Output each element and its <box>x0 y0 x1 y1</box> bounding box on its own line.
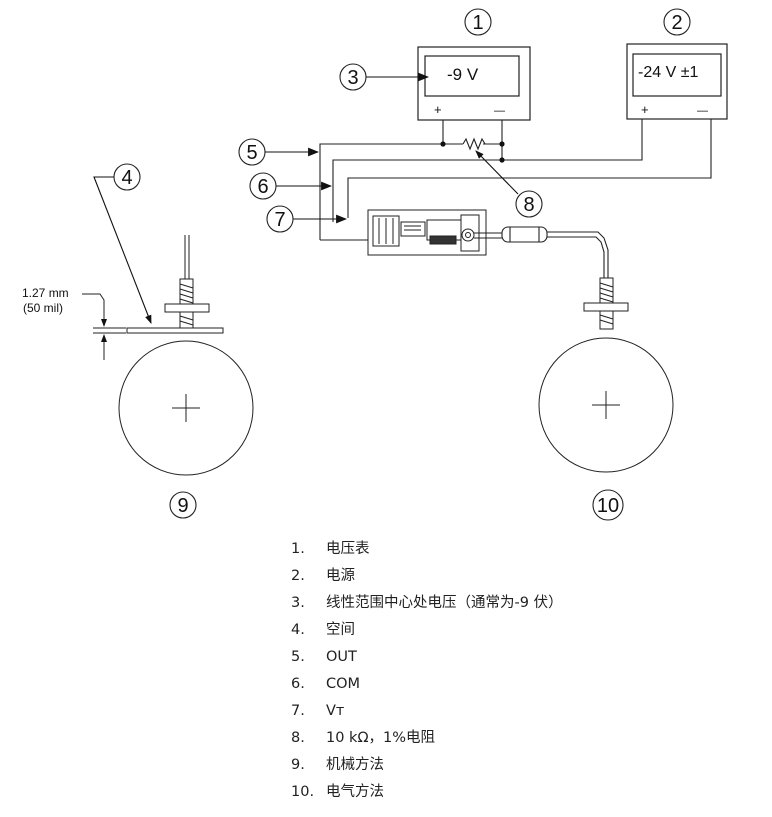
legend-item: 9. 机械方法 <box>291 752 563 779</box>
resistor-8 <box>462 137 486 151</box>
legend-item: 3. 线性范围中心处电压（通常为-9 伏） <box>291 590 563 617</box>
power-supply-minus-sign: — <box>697 105 708 117</box>
legend-text: 机械方法 <box>326 757 384 773</box>
callout-1-circle <box>464 8 492 36</box>
callout-1: 1 <box>472 12 483 34</box>
extension-cable <box>474 226 609 278</box>
legend-num: 4. <box>291 622 305 638</box>
legend-text: OUT <box>326 649 357 665</box>
legend-text: 10 kΩ，1%电阻 <box>326 730 436 746</box>
power-supply-plus-sign: + <box>641 102 649 117</box>
legend-num: 3. <box>291 595 305 611</box>
legend-num: 6. <box>291 676 305 692</box>
gap-dimension-marks <box>82 293 126 360</box>
legend-text: COM <box>326 676 361 692</box>
power-supply: -24 V ±1 + — <box>626 43 728 120</box>
legend-text: 线性范围中心处电压（通常为-9 伏） <box>326 595 563 611</box>
calibration-diagram: -9 V + — -24 V ±1 + — <box>22 8 728 521</box>
legend-text: 电压表 <box>326 541 370 557</box>
legend-item: 7. Vт <box>291 698 563 725</box>
callout-10-circle <box>592 489 624 521</box>
callout-8-circle <box>515 190 543 218</box>
power-supply-reading: -24 V ±1 <box>638 64 698 81</box>
legend-item: 10. 电气方法 <box>291 779 563 806</box>
legend-item: 1. 电压表 <box>291 536 563 563</box>
legend-item: 8. 10 kΩ，1%电阻 <box>291 725 563 752</box>
callout-2-circle <box>663 8 691 36</box>
gap-dimension-mil-label: (50 mil) <box>23 301 63 315</box>
legend-num: 8. <box>291 730 305 746</box>
proximitor-module <box>367 209 487 256</box>
callout-9-circle <box>169 491 197 519</box>
legend-text: 电气方法 <box>326 784 384 800</box>
callout-6: 6 <box>257 176 268 198</box>
junction-dot <box>440 141 446 147</box>
probe-left <box>164 235 210 329</box>
junction-dot <box>499 141 505 147</box>
legend-item: 4. 空间 <box>291 617 563 644</box>
callout-3: 3 <box>347 67 358 89</box>
legend-text: Vт <box>326 703 345 719</box>
legend-num: 2. <box>291 568 305 584</box>
junction-dot <box>499 157 505 163</box>
callout-10: 10 <box>597 495 619 517</box>
callout-5: 5 <box>246 142 257 164</box>
voltmeter-minus-sign: — <box>494 105 505 117</box>
voltmeter-plus-sign: + <box>434 102 442 117</box>
legend-text: 电源 <box>326 568 355 584</box>
legend-item: 2. 电源 <box>291 563 563 590</box>
callout-4: 4 <box>121 167 132 189</box>
wiring <box>319 119 712 241</box>
legend-num: 5. <box>291 649 305 665</box>
target-wheel-left <box>118 340 254 476</box>
legend-num: 7. <box>291 703 305 719</box>
voltmeter-reading: -9 V <box>447 65 479 84</box>
probe-right <box>583 277 629 330</box>
legend-num: 9. <box>291 757 305 773</box>
legend-item: 6. COM <box>291 671 563 698</box>
leader-lines <box>93 72 519 325</box>
callout-2: 2 <box>671 12 682 34</box>
target-wheel-right <box>538 337 674 473</box>
feeler-gauge <box>126 327 224 334</box>
callout-7: 7 <box>274 209 285 231</box>
callout-9: 9 <box>177 495 188 517</box>
legend-num: 10. <box>291 784 315 800</box>
gap-dimension-label: 1.27 mm <box>22 286 69 300</box>
legend-num: 1. <box>291 541 305 557</box>
legend-list: 1. 电压表 2. 电源 3. 线性范围中心处电压（通常为-9 伏） 4. 空间 5. O… <box>291 536 563 806</box>
legend-text: 空间 <box>326 622 355 638</box>
legend-item: 5. OUT <box>291 644 563 671</box>
callout-8: 8 <box>523 194 534 216</box>
voltmeter: -9 V + — <box>417 46 531 121</box>
